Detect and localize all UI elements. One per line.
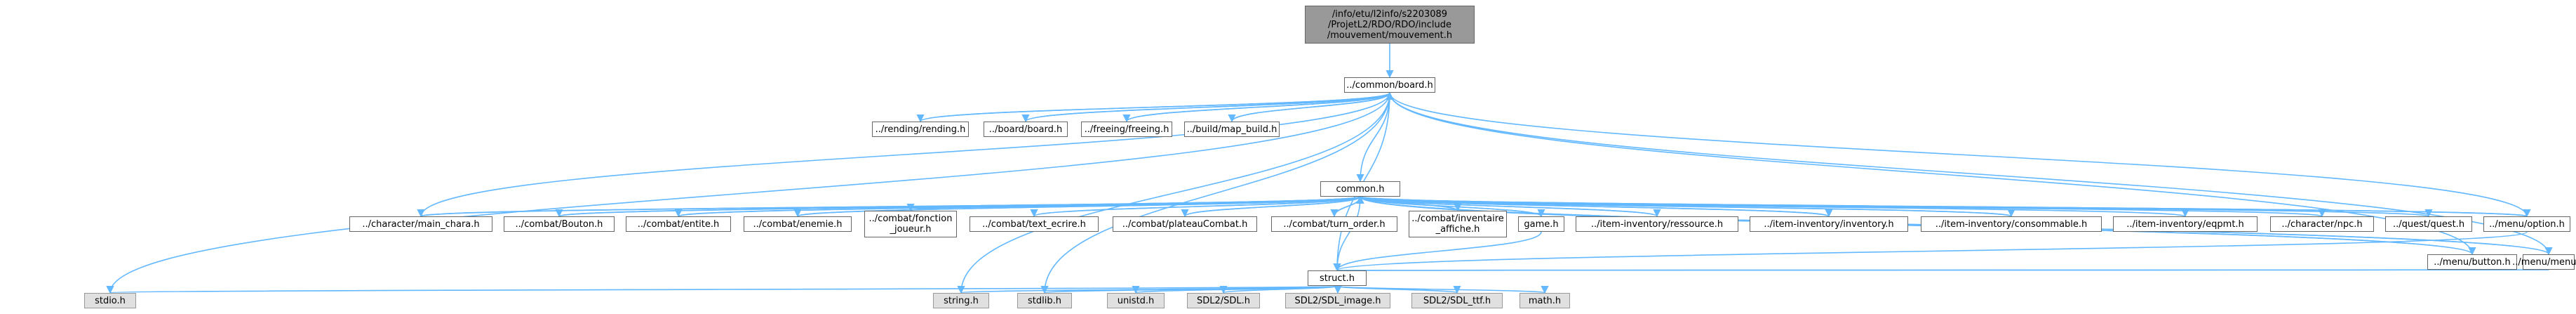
node-struct-h[interactable]: struct.h [1308,270,1367,286]
node-combat-text-ecrire-h[interactable]: ../combat/text_ecrire.h [970,216,1099,232]
node-menu-option-h[interactable]: ../menu/option.h [2483,216,2570,232]
edge-rending-to-board [920,91,1394,122]
edge-common-to-struct [1333,196,1361,272]
edge-text_ecrire-to-common [1033,195,1364,217]
node-sdl2-sdl-image-h: SDL2/SDL_image.h [1285,293,1390,308]
node-combat-inventaire-affiche-h[interactable]: ../combat/inventaire _affiche.h [1409,211,1507,237]
node-board-board-h[interactable]: ../board/board.h [984,122,1068,137]
node-combat-bouton-h[interactable]: ../combat/Bouton.h [504,216,615,232]
node-quest-quest-h[interactable]: ../quest/quest.h [2385,216,2472,232]
node-item-inventory-consommable-h[interactable]: ../item-inventory/consommable.h [1921,216,2102,232]
node-rending-h[interactable]: ../rending/rending.h [872,122,969,137]
edge-board-to-option [1389,92,2531,218]
edge-board-to-string [957,92,1390,294]
edge-board_board-to-board [1025,91,1394,122]
node-menu-button-h[interactable]: ../menu/button.h [2427,254,2517,270]
node-map-build-h[interactable]: ../build/map_build.h [1184,122,1280,137]
node-stdlib-h: stdlib.h [1017,293,1072,308]
node-menu-menu-h[interactable]: ../menu/menu.h [2512,254,2576,270]
edge-bouton-to-common [558,195,1364,217]
edge-option-to-common [1357,195,2528,217]
edge-entite-to-common [678,195,1364,217]
node-string-h: string.h [933,293,989,308]
node-sdl2-sdl-ttf-h: SDL2/SDL_ttf.h [1411,293,1503,308]
node-item-inventory-eqpmt-h[interactable]: ../item-inventory/eqpmt.h [2113,216,2258,232]
node-item-inventory-inventory-h[interactable]: ../item-inventory/inventory.h [1750,216,1908,232]
edge-fonction_joueur-to-common [910,195,1364,211]
edge-ressource-to-common [1356,195,1658,217]
edge-plateau_combat-to-common [1184,195,1364,217]
edge-struct-to-sdl_image [1334,285,1342,294]
edge-board-to-menu [1389,92,2553,256]
node-item-inventory-ressource-h[interactable]: ../item-inventory/ressource.h [1576,216,1738,232]
node-game-h[interactable]: game.h [1518,216,1564,232]
node-character-npc-h[interactable]: ../character/npc.h [2270,216,2374,232]
edge-inventory-to-common [1356,195,1830,217]
edge-struct-to-stdio [109,284,1338,294]
edge-freeing-to-board [1126,91,1394,122]
edge-struct-to-sdl [1219,285,1338,294]
edge-board-to-stdio [106,92,1390,294]
edge-struct-to-math [1336,285,1548,294]
node-main-chara-h[interactable]: ../character/main_chara.h [349,216,492,232]
node-unistd-h: unistd.h [1107,293,1165,308]
node-common-h[interactable]: common.h [1320,181,1400,197]
node-mouvement-h-root: /info/etu/l2info/s2203089 /ProjetL2/RDO/… [1305,6,1475,44]
edge-consommable-to-common [1357,195,2012,217]
edge-enemie-to-common [797,195,1364,217]
node-math-h: math.h [1520,293,1570,308]
node-combat-fonction-joueur-h[interactable]: ../combat/fonction _joueur.h [864,211,957,237]
node-common-board-h[interactable]: ../common/board.h [1344,77,1435,93]
edge-option-to-struct [1334,231,2528,272]
node-combat-plateaucombat-h[interactable]: ../combat/plateauCombat.h [1113,216,1257,232]
node-stdio-h: stdio.h [84,293,136,308]
node-sdl2-sdl-h: SDL2/SDL.h [1187,293,1260,308]
node-freeing-h[interactable]: ../freeing/freeing.h [1081,122,1172,137]
edge-board-to-common [1356,92,1390,183]
edge-game-to-struct [1333,231,1542,272]
node-combat-turn-order-h[interactable]: ../combat/turn_order.h [1271,216,1397,232]
node-combat-entite-h[interactable]: ../combat/entite.h [626,216,731,232]
node-combat-enemie-h[interactable]: ../combat/enemie.h [744,216,852,232]
edge-board-to-stdlib [1040,92,1390,294]
edge-map_build-to-board [1231,91,1394,122]
edge-board-to-main_chara [417,92,1390,218]
